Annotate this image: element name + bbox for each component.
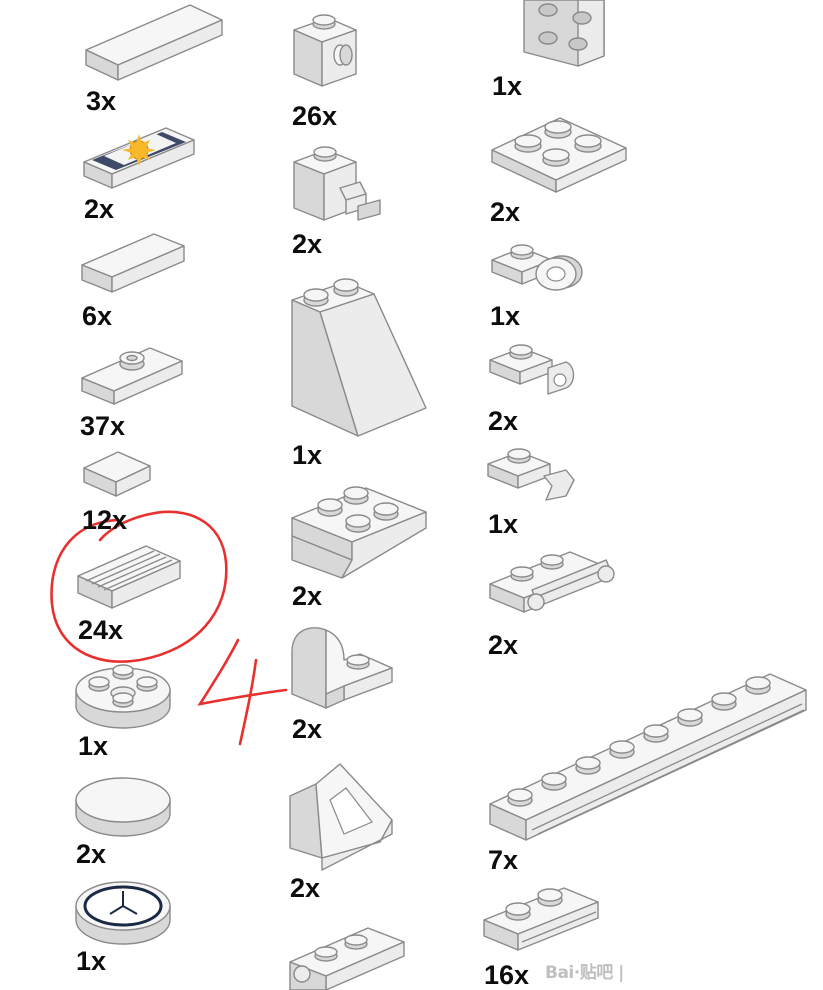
printed-tile-sun-icon [83, 127, 195, 189]
flat-tile-1x2-icon [81, 233, 185, 293]
count-label: 1x [490, 301, 521, 331]
count-label: 16x [484, 960, 530, 990]
count-label: 2x [290, 873, 321, 903]
count-label: 2x [84, 194, 115, 224]
window-frame-slope-icon [289, 763, 393, 871]
slope-brick-icon [291, 278, 427, 437]
round-tile-2x2-icon [75, 777, 171, 837]
plate-with-ring-icon [491, 244, 583, 291]
plate-with-clip-icon [489, 344, 575, 395]
count-label: 37x [80, 411, 126, 441]
count-label: 7x [488, 845, 519, 875]
jumper-plate-1x2-icon [81, 347, 183, 405]
count-label: 1x [492, 71, 523, 101]
clock-tile-icon [75, 881, 171, 945]
brick-with-clip-icon [293, 146, 381, 221]
brick-with-stud-on-side-icon [293, 14, 357, 87]
rail-plate-1x2-icon [483, 887, 599, 951]
count-label: 2x [488, 406, 519, 436]
count-label: 3x [86, 86, 117, 116]
grille-tile-1x2-icon [77, 545, 181, 609]
count-label: 2x [488, 630, 519, 660]
square-plate-2x2-icon [523, 0, 605, 67]
count-label: 26x [292, 101, 338, 131]
inverted-slope-icon [291, 486, 427, 579]
red-circle-annotation [50, 510, 228, 663]
flat-tile-1x4-icon [85, 4, 223, 81]
plate-with-pin-hole-icon [289, 927, 405, 990]
watermark: Bai·贴吧 | [545, 963, 624, 983]
count-label: 2x [292, 581, 323, 611]
count-label: 2x [490, 197, 521, 227]
flat-tile-1x1-icon [83, 451, 151, 497]
count-label: 1x [292, 440, 323, 470]
curved-slope-brick-icon [291, 627, 393, 709]
plate-with-bar-handle-icon [489, 551, 615, 613]
handwritten-number-4 [197, 638, 288, 746]
count-label: 1x [76, 946, 107, 976]
count-label: 1x [78, 731, 109, 761]
plate-with-open-clip-icon [487, 448, 575, 501]
count-label: 6x [82, 301, 113, 331]
count-label: 2x [292, 229, 323, 259]
inverted-plate-2x2-icon [491, 117, 627, 193]
count-label: 2x [76, 839, 107, 869]
round-plate-2x2-icon [75, 664, 171, 729]
count-label: 24x [78, 615, 124, 645]
rail-plate-1x8-icon [489, 673, 807, 841]
count-label: 2x [292, 714, 323, 744]
count-label: 1x [488, 509, 519, 539]
count-label: 12x [82, 505, 128, 535]
